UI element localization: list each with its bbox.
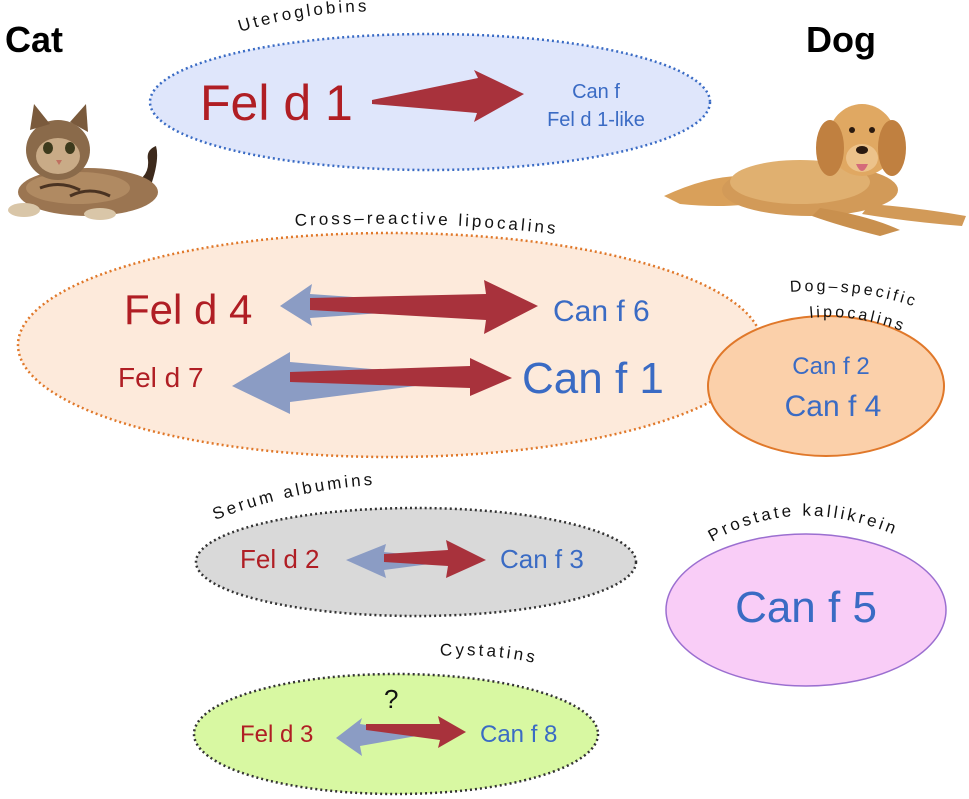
- can-f-1-arrow-red: [290, 358, 512, 396]
- uteroglobins-arrow: [372, 70, 524, 122]
- fel-d-1: Fel d 1: [200, 75, 353, 131]
- cross-reactive-lipocalins-ellipse: [16, 231, 764, 459]
- can-f-fel-d-1-like-line2: Fel d 1-like: [547, 109, 645, 131]
- uteroglobins-label: Uteroglobins: [236, 0, 370, 36]
- can-f-6: Can f 6: [553, 295, 650, 328]
- fel-d-2: Fel d 2: [240, 544, 320, 574]
- can-f-6-arrow-red: [310, 280, 538, 334]
- cat-header: Cat: [5, 19, 63, 60]
- can-f-3-arrow-red: [384, 540, 486, 578]
- cat-photo: [8, 104, 158, 220]
- can-f-5: Can f 5: [735, 583, 877, 632]
- can-f-2: Can f 2: [792, 353, 869, 380]
- dog-header: Dog: [806, 19, 876, 60]
- can-f-3: Can f 3: [500, 544, 584, 574]
- can-f-fel-d-1-like-line1: Can f: [572, 81, 620, 103]
- dog-specific-lipocalins-ellipse: [707, 315, 945, 457]
- can-f-4: Can f 4: [785, 390, 882, 423]
- dog-photo: [664, 104, 966, 236]
- can-f-1: Can f 1: [522, 354, 664, 403]
- uncertainty-mark: ?: [384, 684, 398, 714]
- prostate-kallikrein-ellipse: [665, 533, 947, 687]
- cystatins-label: Cystatins: [440, 640, 540, 667]
- fel-d-7: Fel d 7: [118, 362, 204, 393]
- fel-d-4: Fel d 4: [124, 286, 252, 333]
- can-f-8: Can f 8: [480, 721, 557, 748]
- can-f-8-arrow-red: [366, 716, 466, 748]
- fel-d-3-arrow-blue: [336, 718, 428, 756]
- fel-d-3: Fel d 3: [240, 721, 313, 748]
